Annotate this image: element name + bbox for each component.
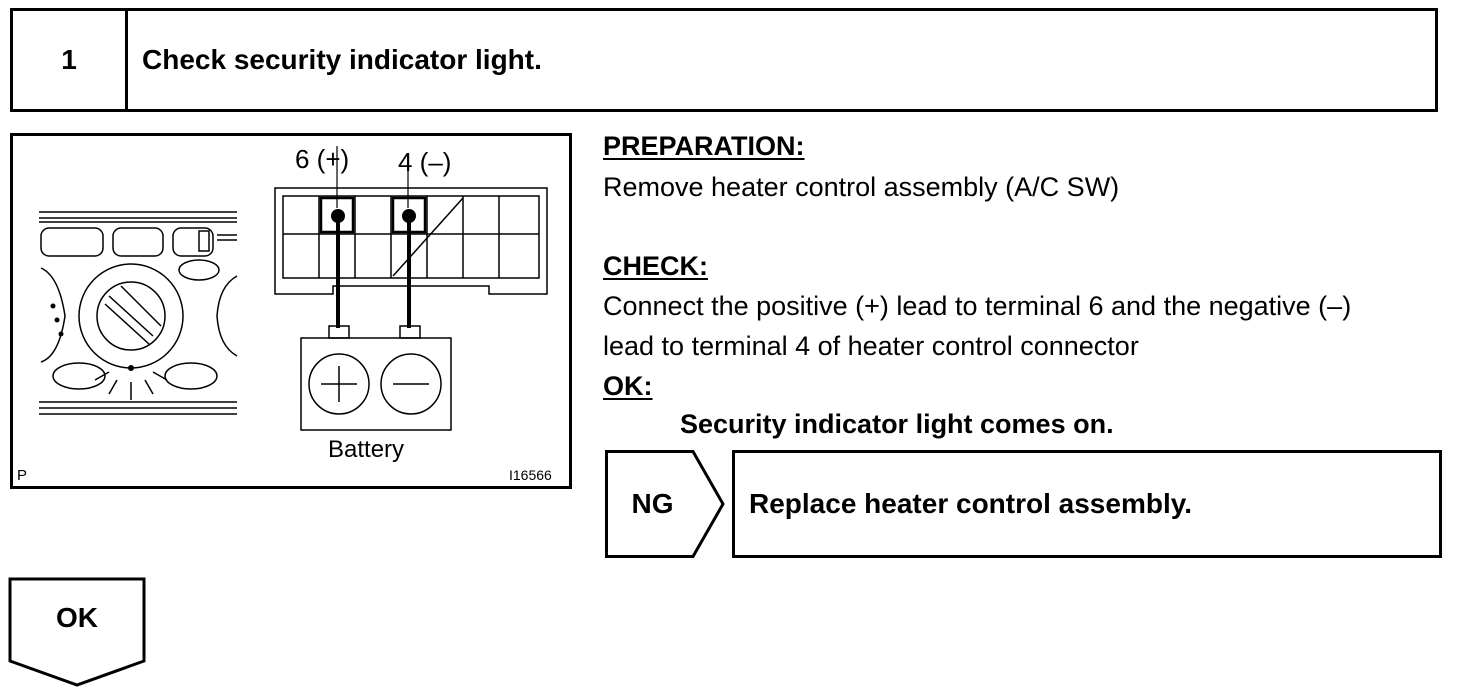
ng-label: NG: [631, 488, 674, 519]
connector-diagram-art: [39, 146, 548, 431]
ok-heading: OK:: [603, 371, 653, 401]
figure-corner-label: P: [17, 467, 28, 484]
heater-control-panel-art: [39, 211, 238, 415]
ng-tag-shape: [605, 450, 725, 558]
ng-action-text: Replace heater control assembly.: [749, 488, 1192, 519]
check-text-line2: lead to terminal 4 of heater control con…: [603, 331, 1139, 361]
check-text-line1: Connect the positive (+) lead to termina…: [603, 291, 1352, 321]
battery-art: [300, 325, 452, 431]
ng-action-box: Replace heater control assembly.: [732, 450, 1442, 558]
preparation-heading: PREPARATION:: [603, 131, 805, 161]
figure-id: I16566: [509, 467, 552, 483]
battery-label: Battery: [328, 436, 405, 463]
connector-diagram: 6 (+) 4 (–) Battery P I16566: [10, 133, 572, 489]
step-title: Check security indicator light.: [142, 44, 542, 75]
preparation-text: Remove heater control assembly (A/C SW): [603, 172, 1120, 202]
ok-expected-result: Security indicator light comes on.: [680, 409, 1114, 439]
step-number: 1: [13, 11, 128, 109]
terminal-6-label: 6 (+): [295, 144, 350, 174]
check-heading: CHECK:: [603, 251, 708, 281]
ok-tag-shape: [8, 577, 146, 687]
ok-label: OK: [56, 602, 98, 633]
step-header: 1 Check security indicator light.: [10, 8, 1438, 112]
terminal-4-label: 4 (–): [398, 147, 452, 177]
